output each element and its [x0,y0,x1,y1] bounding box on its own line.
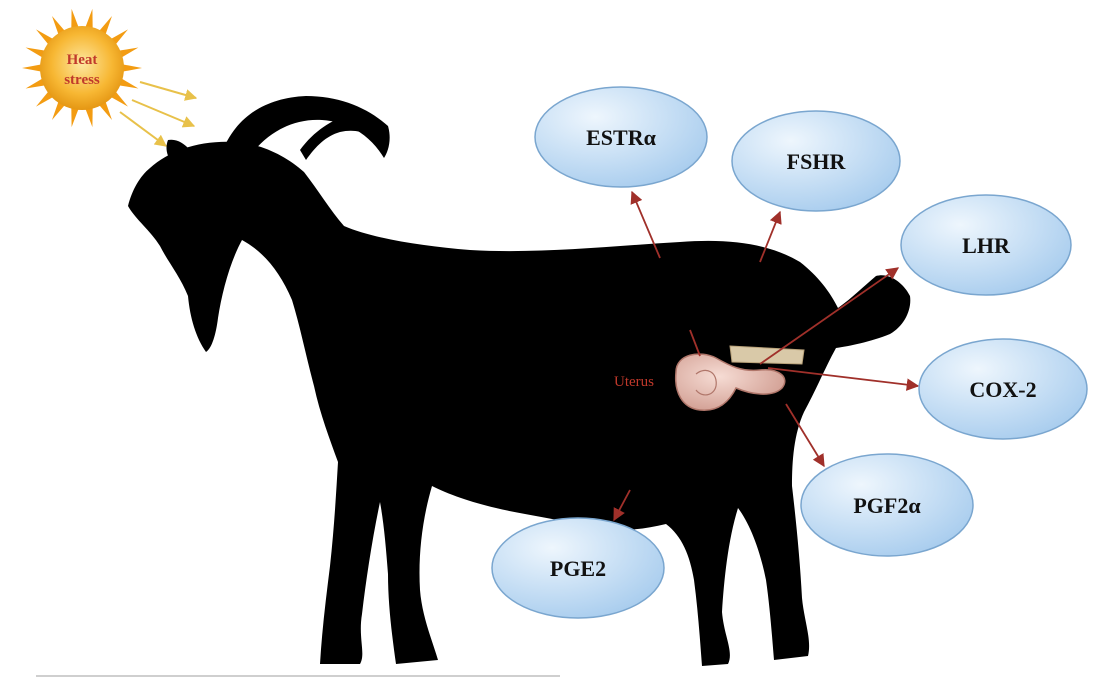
node-fshr-label: FSHR [787,149,847,174]
sun-ray [22,64,42,72]
node-lhr: LHR [901,195,1071,295]
node-pgf2a-label: PGF2α [853,493,921,518]
node-estra-label: ESTRα [586,125,656,150]
heat-stress-sun-icon: Heat stress [22,9,142,127]
node-cox2: COX-2 [919,339,1087,439]
heat-rays-arrows [120,82,196,146]
heat-stress-label-line1: Heat [67,52,98,68]
node-pge2-label: PGE2 [550,556,606,581]
sun-core [40,26,124,110]
heat-ray-arrow [132,100,194,126]
node-cox2-label: COX-2 [969,377,1036,402]
sun-ray [122,64,142,72]
heat-stress-label-line2: stress [64,72,100,88]
node-fshr: FSHR [732,111,900,211]
node-estra: ESTRα [535,87,707,187]
node-lhr-label: LHR [962,233,1011,258]
node-pgf2a: PGF2α [801,454,973,556]
uterus-label: Uterus [614,374,654,390]
node-pge2: PGE2 [492,518,664,618]
heat-ray-arrow [120,112,166,146]
heat-ray-arrow [140,82,196,98]
